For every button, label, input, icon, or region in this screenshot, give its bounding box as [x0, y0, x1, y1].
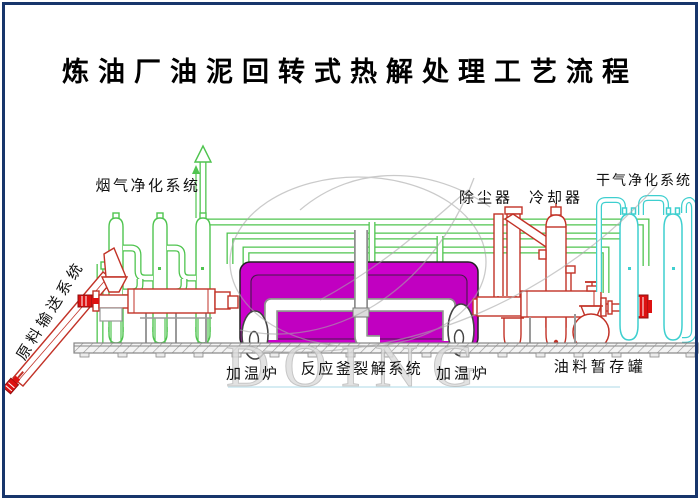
- label-flue-gas-system: 烟气净化系统: [95, 178, 201, 195]
- page-title: 炼油厂油泥回转式热解处理工艺流程: [62, 57, 638, 87]
- rotary-dryer-drum: [77, 276, 239, 322]
- dust-remover: [493, 206, 555, 350]
- watermark-text: DOING: [225, 333, 490, 399]
- label-heating-furnace-right: 加温炉: [435, 366, 491, 383]
- exhaust-arrow-icon: [193, 144, 213, 163]
- conveyor-motor: [2, 371, 24, 395]
- support-frame-left: [140, 313, 212, 344]
- feed-funnel: [100, 276, 129, 293]
- label-cooler: 冷却器: [528, 190, 584, 207]
- base-platform: [73, 342, 699, 358]
- label-dust-remover: 除尘器: [458, 190, 514, 207]
- label-reactor-cracking-system: 反应釜裂解系统: [300, 361, 424, 378]
- oil-storage-tank: [529, 305, 610, 351]
- label-heating-furnace-left: 加温炉: [225, 366, 281, 383]
- dryer-motor: [77, 294, 99, 308]
- adsorber-tower-2: [663, 207, 683, 341]
- watermark-underline: [228, 386, 620, 388]
- watermark-logo: [229, 174, 657, 353]
- label-oil-storage-tank: 油料暂存罐: [553, 359, 647, 376]
- label-dry-gas-system: 干气净化系统: [596, 174, 692, 189]
- dry-gas-purification-system: [596, 195, 697, 343]
- adsorber-tower-1: [619, 207, 639, 341]
